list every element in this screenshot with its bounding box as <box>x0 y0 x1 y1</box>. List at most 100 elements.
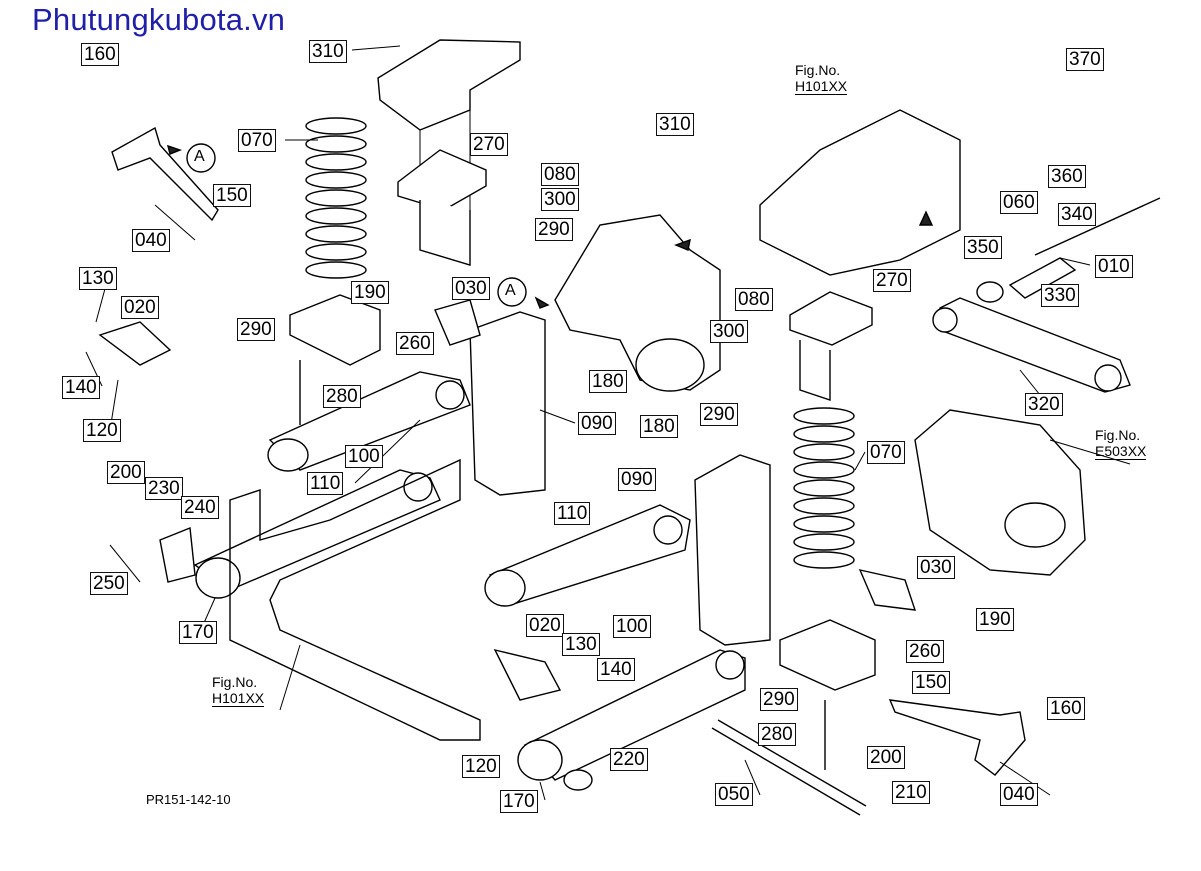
part-callout[interactable]: 340 <box>1058 203 1096 226</box>
part-callout[interactable]: 060 <box>1000 191 1038 214</box>
part-callout[interactable]: 290 <box>237 318 275 341</box>
bracket-240 <box>159 527 196 583</box>
part-callout[interactable]: 130 <box>562 633 600 656</box>
part-callout[interactable]: 150 <box>912 671 950 694</box>
spring-seat-left <box>397 149 487 211</box>
part-callout[interactable]: 290 <box>535 218 573 241</box>
figure-ref-label: Fig.No. <box>795 62 841 78</box>
part-callout[interactable]: 370 <box>1066 48 1104 71</box>
part-callout[interactable]: 360 <box>1048 165 1086 188</box>
part-callout[interactable]: 260 <box>906 640 944 663</box>
spring-seat-right <box>789 291 873 346</box>
part-callout[interactable]: 200 <box>107 461 145 484</box>
part-callout[interactable]: 020 <box>121 296 159 319</box>
part-callout[interactable]: 170 <box>179 621 217 644</box>
coil-spring-right <box>793 407 855 569</box>
part-callout[interactable]: 290 <box>760 688 798 711</box>
part-callout[interactable]: 310 <box>656 113 694 136</box>
part-callout[interactable]: 080 <box>541 163 579 186</box>
part-callout[interactable]: 050 <box>715 783 753 806</box>
spring-seat-bracket-right <box>799 340 831 401</box>
part-callout[interactable]: 040 <box>132 229 170 252</box>
long-bolt <box>1034 197 1161 256</box>
part-callout[interactable]: 130 <box>79 267 117 290</box>
part-callout[interactable]: 080 <box>735 288 773 311</box>
bracket-030-right <box>858 569 917 611</box>
part-callout[interactable]: 090 <box>578 412 616 435</box>
part-callout[interactable]: 300 <box>710 320 748 343</box>
part-callout[interactable]: 110 <box>554 502 591 525</box>
upper-frame-right <box>759 109 961 276</box>
coil-spring-left <box>305 117 367 279</box>
part-callout[interactable]: 160 <box>81 43 119 66</box>
part-callout[interactable]: 190 <box>976 608 1014 631</box>
arrow-to-section-a-middle <box>534 296 550 309</box>
part-callout[interactable]: 020 <box>526 614 564 637</box>
part-callout[interactable]: 170 <box>500 790 538 813</box>
part-callout[interactable]: 320 <box>1025 393 1063 416</box>
part-callout[interactable]: 310 <box>309 40 347 63</box>
bracket-020-left <box>98 321 172 366</box>
part-callout[interactable]: 330 <box>1041 284 1079 307</box>
pivot-shaft-right <box>888 699 1026 776</box>
part-callout[interactable]: 150 <box>213 184 251 207</box>
part-callout[interactable]: 270 <box>873 269 911 292</box>
washer-220 <box>563 769 593 791</box>
arrow-to-frame <box>918 210 934 226</box>
main-frame-left <box>229 458 481 741</box>
part-callout[interactable]: 260 <box>396 332 434 355</box>
part-callout[interactable]: 180 <box>589 370 627 393</box>
figure-ref-code[interactable]: E503XX <box>1095 443 1147 460</box>
part-callout[interactable]: 010 <box>1095 255 1133 278</box>
section-a-circle-middle <box>497 277 527 307</box>
part-callout[interactable]: 250 <box>90 572 128 595</box>
spring-seat-bracket-left <box>419 200 471 266</box>
part-callout[interactable]: 230 <box>145 477 183 500</box>
shaft-050 <box>711 727 861 816</box>
part-callout[interactable]: 300 <box>541 188 579 211</box>
part-callout[interactable]: 040 <box>1000 783 1038 806</box>
bracket-020-right <box>493 648 562 701</box>
part-callout[interactable]: 120 <box>462 755 500 778</box>
section-a-circle-top <box>186 143 216 173</box>
figure-ref-label: Fig.No. <box>1095 427 1141 443</box>
part-callout[interactable]: 200 <box>867 746 905 769</box>
part-callout[interactable]: 070 <box>238 129 276 152</box>
axle-bracket-090-left <box>469 311 546 496</box>
part-callout[interactable]: 100 <box>613 615 651 638</box>
part-callout[interactable]: 110 <box>307 472 344 495</box>
part-callout[interactable]: 120 <box>83 419 121 442</box>
figure-ref-h101xx-bottom: Fig.No. H101XX <box>212 674 265 707</box>
figure-ref-e503xx: Fig.No. E503XX <box>1095 427 1147 460</box>
part-callout[interactable]: 140 <box>597 658 635 681</box>
part-callout[interactable]: 210 <box>892 781 930 804</box>
axle-bracket-left <box>289 294 381 366</box>
part-callout[interactable]: 350 <box>964 236 1002 259</box>
part-callout[interactable]: 190 <box>351 281 389 304</box>
part-callout[interactable]: 220 <box>610 748 648 771</box>
part-callout[interactable]: 070 <box>867 441 905 464</box>
part-callout[interactable]: 290 <box>700 403 738 426</box>
drawing-code: PR151-142-10 <box>146 792 231 807</box>
figure-ref-label: Fig.No. <box>212 674 258 690</box>
figure-ref-h101xx-top: Fig.No. H101XX <box>795 62 848 95</box>
section-mark-middle: A <box>505 282 516 299</box>
part-callout[interactable]: 030 <box>917 556 955 579</box>
part-callout[interactable]: 100 <box>345 445 383 468</box>
figure-ref-code[interactable]: H101XX <box>212 690 265 707</box>
part-callout[interactable]: 240 <box>181 496 219 519</box>
leader-lines <box>85 45 1131 801</box>
part-callout[interactable]: 270 <box>470 133 508 156</box>
part-callout[interactable]: 140 <box>62 376 100 399</box>
arrow-to-housing <box>674 238 691 251</box>
part-callout[interactable]: 280 <box>758 723 796 746</box>
part-callout[interactable]: 030 <box>452 277 490 300</box>
arrow-to-section-a <box>167 144 183 155</box>
figure-ref-code[interactable]: H101XX <box>795 78 848 95</box>
part-callout[interactable]: 160 <box>1047 697 1085 720</box>
part-callout[interactable]: 090 <box>618 468 656 491</box>
part-callout[interactable]: 180 <box>640 415 678 438</box>
part-callout[interactable]: 280 <box>323 385 361 408</box>
